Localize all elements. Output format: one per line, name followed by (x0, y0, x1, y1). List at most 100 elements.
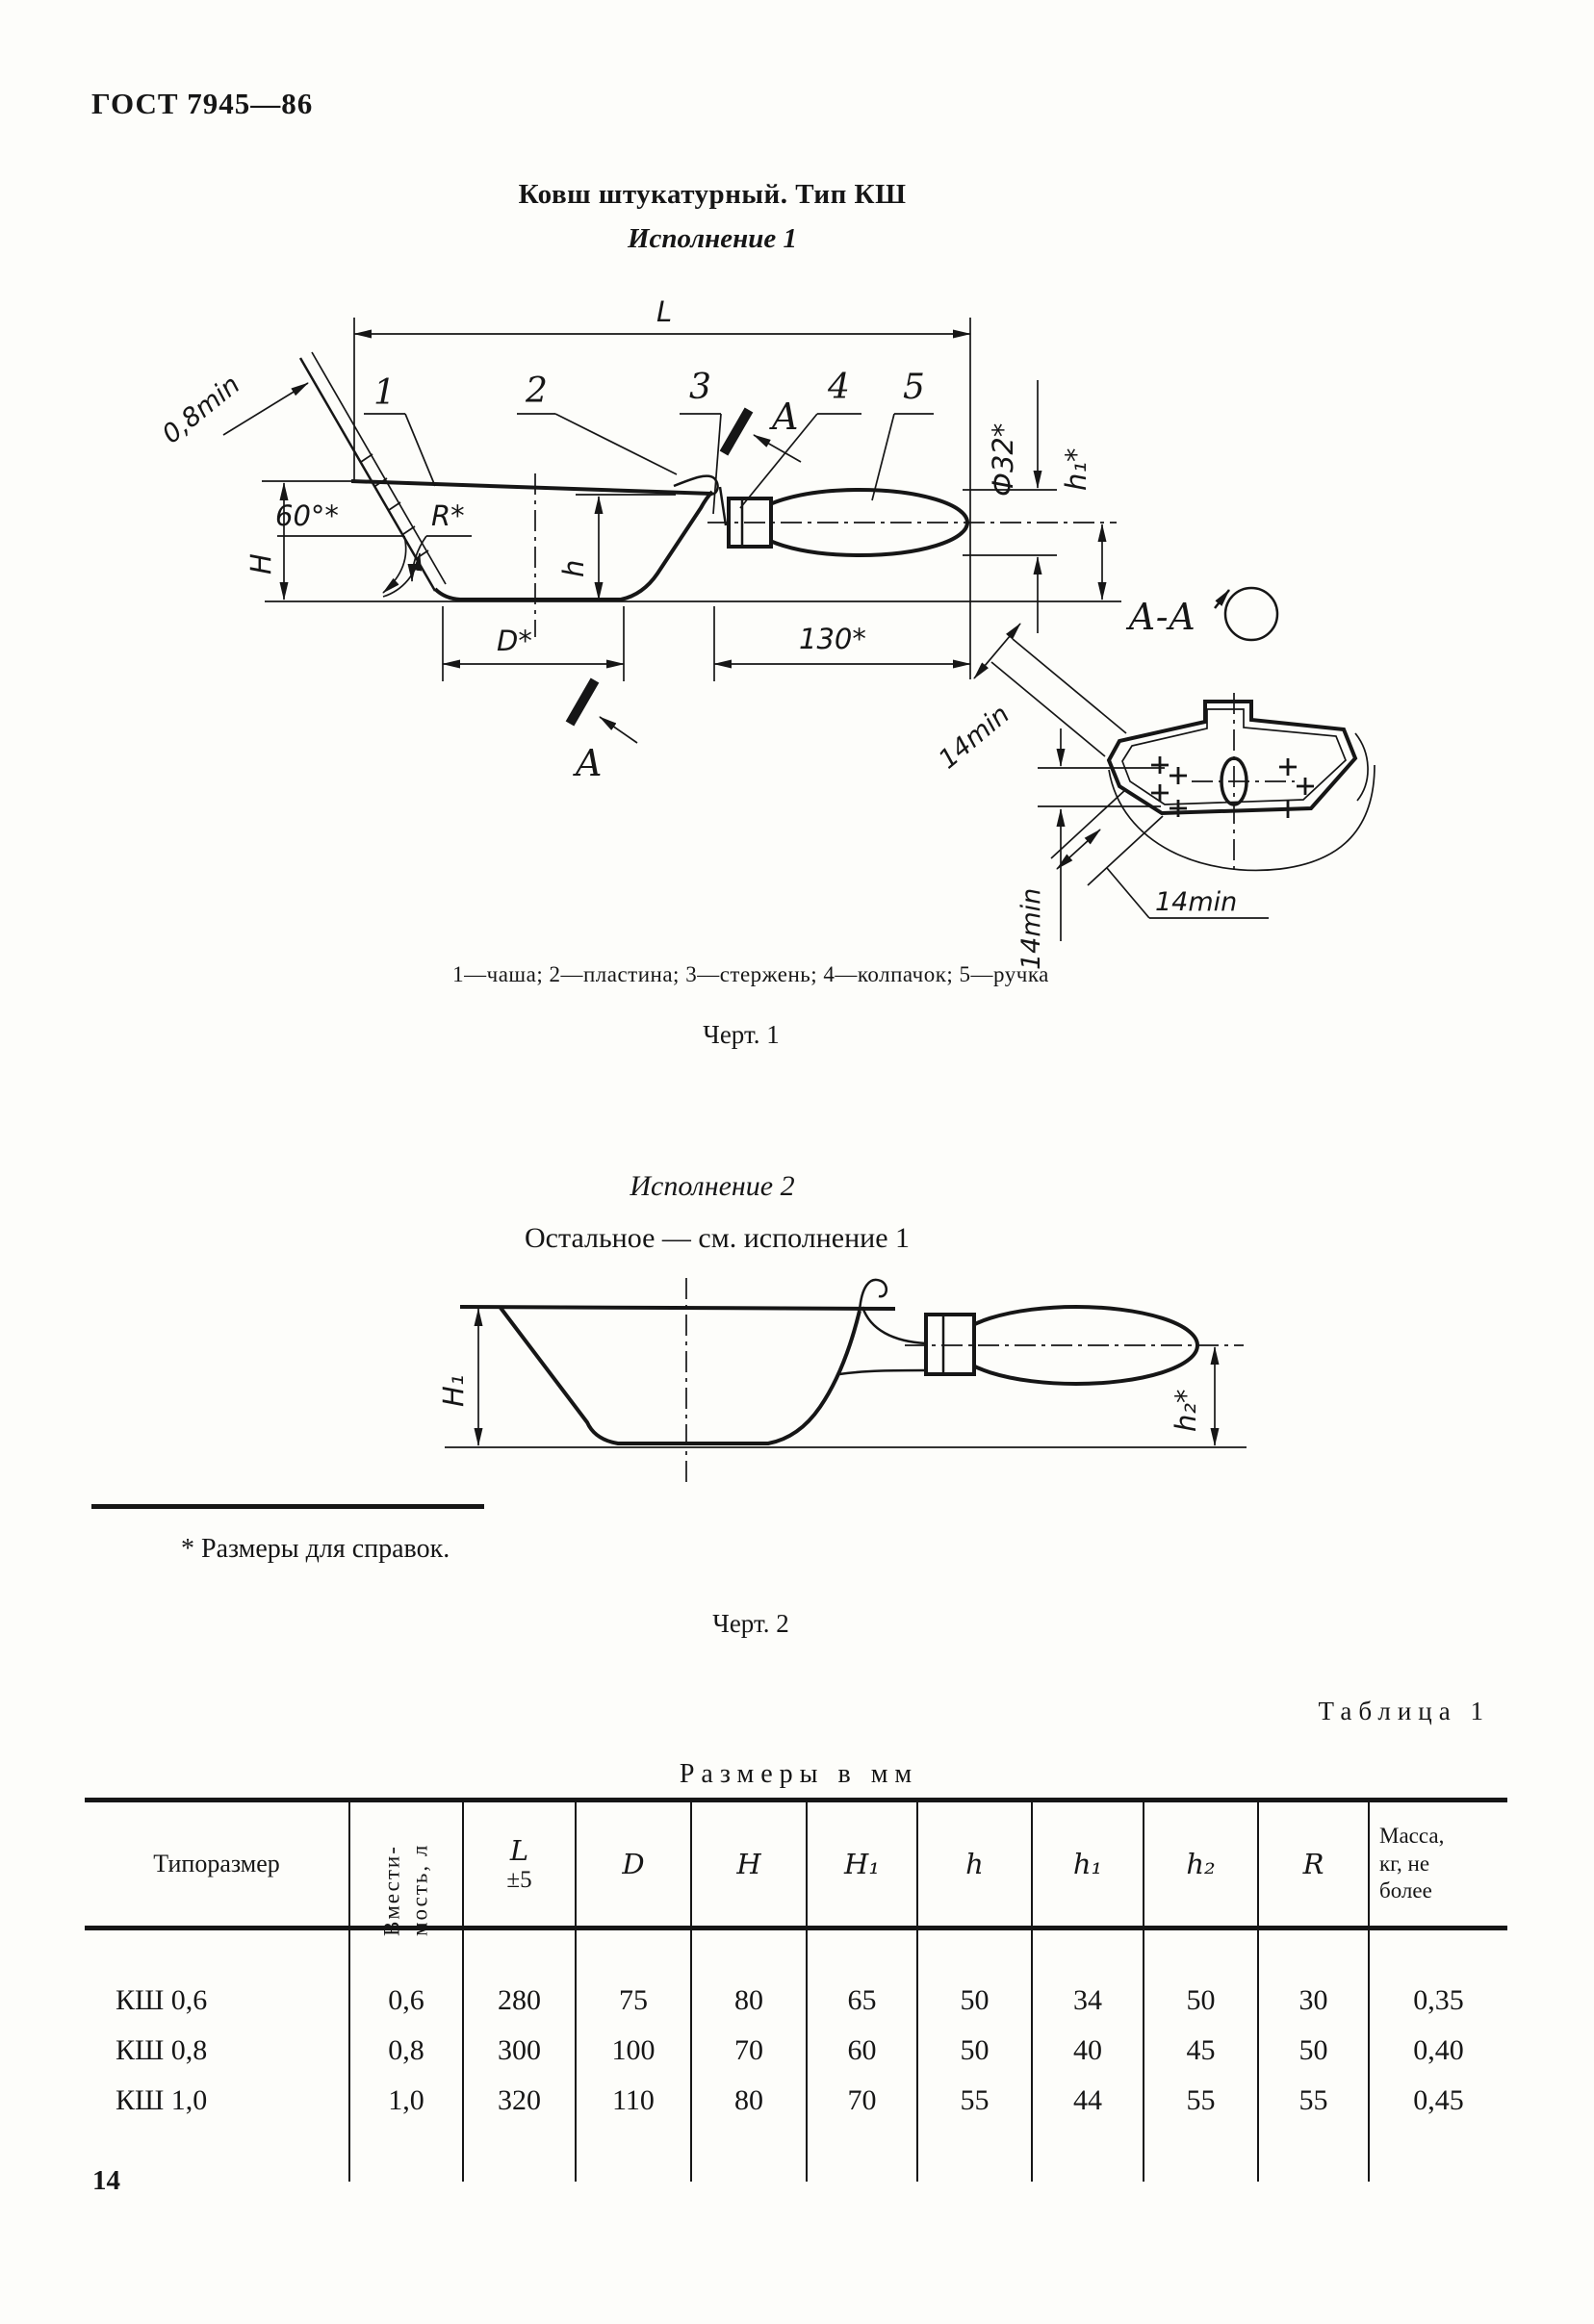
dim-diameter-label: Ф32* (987, 423, 1019, 497)
dim-130: 130* (713, 606, 971, 681)
cell: 45 (1143, 2026, 1258, 2076)
spacer-row (85, 1926, 1507, 1976)
section-arrow-bottom-label: A (573, 742, 602, 784)
col-header-mass: Масса, кг, не более (1368, 1802, 1507, 1926)
dim-h-label: h (557, 560, 590, 577)
cell: 30 (1257, 1976, 1369, 2026)
cell: 0,40 (1368, 2026, 1507, 2076)
dim-H1: H₁ (437, 1308, 483, 1446)
cell: 0,6 (348, 1976, 463, 2026)
dim-14min-top: 14min (934, 623, 1127, 776)
extender-row (85, 2126, 1507, 2182)
dim-14min-top-label: 14min (934, 700, 1016, 776)
dim-h: h (557, 494, 676, 600)
dim-D: D* (442, 606, 625, 681)
dim-h1: h₁* (1060, 447, 1107, 600)
dim-D-label: D* (497, 625, 532, 657)
cell: 55 (1143, 2076, 1258, 2126)
dim-R: R* (407, 499, 472, 582)
cell: 75 (575, 1976, 691, 2026)
dim-130-label: 130* (799, 623, 866, 655)
cell: 1,0 (348, 2076, 463, 2126)
figure2-execution: Исполнение 2 (630, 1170, 795, 1202)
rim-plate-hook (673, 474, 728, 526)
callout-5: 5 (871, 368, 934, 501)
figure1-legend: 1—чаша; 2—пластина; 3—стержень; 4—колпач… (452, 962, 1049, 986)
col-header-H1: H₁ (806, 1802, 917, 1926)
bowl2-outline (459, 1278, 896, 1482)
cell: 70 (806, 2076, 917, 2126)
hook2 (838, 1278, 927, 1376)
callout-2: 2 (517, 371, 678, 475)
dim-L-label: L (656, 295, 672, 328)
figure1-execution: Исполнение 1 (627, 223, 798, 254)
callout-1-label: 1 (373, 373, 396, 413)
col-header-h2: h₂ (1143, 1802, 1258, 1926)
cell: 100 (575, 2026, 691, 2076)
cell: КШ 0,6 (116, 1984, 208, 2016)
dim-H-label: H (244, 553, 277, 575)
callout-4-label: 4 (827, 368, 850, 407)
dim-L: L (353, 295, 971, 679)
dim-h2-label: h₂* (1170, 1389, 1202, 1432)
dim-14min-left-label: 14min (1016, 888, 1046, 970)
figure2-note: Остальное — см. исполнение 1 (524, 1222, 911, 1254)
figure2-drawing: H₁ h₂* (437, 1278, 1247, 1482)
cell: 50 (1143, 1976, 1258, 2026)
section-mark-bottom: A (565, 677, 638, 784)
col-header-L: L ±5 (462, 1802, 576, 1926)
cell: 44 (1031, 2076, 1144, 2126)
table-row: КШ 1,0 1,0 320 110 80 70 55 44 55 55 0,4… (85, 2076, 1507, 2126)
dim-14min-left: 14min (1016, 728, 1165, 970)
dim-H1-label: H₁ (437, 1375, 470, 1407)
cell: 0,45 (1368, 2076, 1507, 2126)
cell: 0,35 (1368, 1976, 1507, 2026)
table-header-rule (85, 1926, 1507, 1930)
col-header-capacity: Вмести- мость, л (348, 1802, 463, 1936)
dimensions-table: Типоразмер Вмести- мость, л L ±5 D H H₁ … (85, 1798, 1507, 2182)
cell: 55 (916, 2076, 1032, 2126)
figure1-caption: Черт. 1 (703, 1020, 780, 1049)
table-top-rule (85, 1798, 1507, 1802)
cell: 80 (690, 1976, 807, 2026)
handle2 (905, 1305, 1244, 1386)
figure1-title: Ковш штукатурный. Тип КШ (518, 179, 907, 210)
footnote-text: * Размеры для справок. (181, 1534, 450, 1564)
cell: 60 (806, 2026, 917, 2076)
dim-diameter: Ф32* (963, 380, 1057, 633)
dim-thickness: 0,8min (157, 351, 447, 592)
callout-3-label: 3 (689, 368, 711, 407)
cell: 300 (462, 2026, 576, 2076)
dim-14min-bottom: 14min (1050, 788, 1269, 919)
cell: КШ 0,8 (116, 2034, 208, 2066)
cell: 0,8 (348, 2026, 463, 2076)
dim-h1-label: h₁* (1060, 447, 1093, 491)
cell: 50 (916, 2026, 1032, 2076)
cell: 50 (916, 1976, 1032, 2026)
dim-h2: h₂* (1170, 1346, 1220, 1446)
footnote-rule (91, 1504, 484, 1509)
bowl-outline (350, 473, 714, 637)
section-view-a-a: А-А 14m (934, 586, 1375, 970)
callout-3: 3 (680, 368, 722, 515)
dim-H: H (244, 480, 356, 600)
page-number: 14 (92, 2165, 120, 2196)
figure2-caption: Черт. 2 (712, 1609, 789, 1638)
cell: 40 (1031, 2026, 1144, 2076)
dim-14min-bottom-label: 14min (1155, 887, 1237, 917)
cell: КШ 1,0 (116, 2084, 208, 2116)
cell: 80 (690, 2076, 807, 2126)
table-units-note: Размеры в мм (679, 1759, 919, 1789)
callout-5-label: 5 (903, 368, 925, 407)
dim-R-label: R* (431, 499, 465, 532)
standard-number: ГОСТ 7945—86 (91, 87, 314, 120)
col-header-h1: h₁ (1031, 1802, 1144, 1926)
col-header-D: D (575, 1802, 691, 1926)
header-row: Типоразмер Вмести- мость, л L ±5 D H H₁ … (85, 1802, 1507, 1936)
cell: 280 (462, 1976, 576, 2026)
cell: 110 (575, 2076, 691, 2126)
cell: 50 (1257, 2026, 1369, 2076)
weld-marks (1151, 756, 1314, 818)
section-arrow-top-label: A (769, 396, 798, 438)
section-mark-top: A (719, 396, 802, 463)
